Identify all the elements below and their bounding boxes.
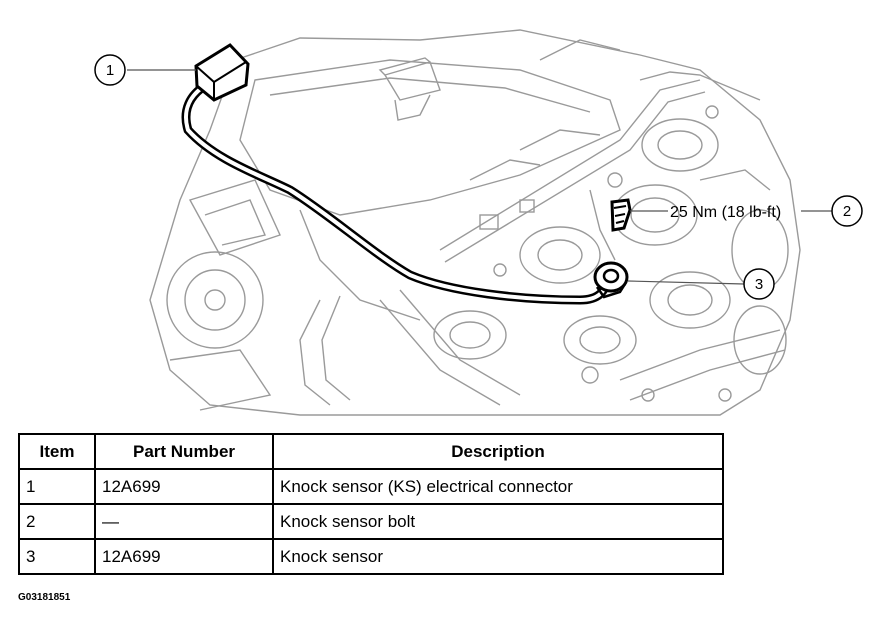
callout-1: 1 [94,54,126,86]
header-item: Item [18,433,96,470]
callout-2: 25 Nm (18 lb-ft) 2 [670,195,863,227]
torque-spec: 25 Nm (18 lb-ft) [670,204,781,221]
svg-text:1: 1 [106,62,114,79]
electrical-connector [194,43,250,102]
knock-sensor [593,261,629,299]
table-row: 3 12A699 Knock sensor [18,538,724,575]
parts-table: Item Part Number Description 1 12A699 Kn… [18,433,724,575]
knock-sensor-harness [181,80,613,305]
cell-description: Knock sensor [272,538,724,575]
cell-part-number: — [94,503,274,540]
header-description: Description [272,433,724,470]
cell-description: Knock sensor (KS) electrical connector [272,468,724,505]
engine-diagram: 1 25 Nm (18 lb-ft) 2 3 [94,29,863,416]
header-part-number: Part Number [94,433,274,470]
cell-description: Knock sensor bolt [272,503,724,540]
leader-lines [127,69,832,285]
callout-3: 3 [743,268,775,300]
table-row: 2 — Knock sensor bolt [18,503,724,540]
cell-part-number: 12A699 [94,468,274,505]
cell-item: 2 [18,503,96,540]
table-row: 1 12A699 Knock sensor (KS) electrical co… [18,468,724,505]
knock-sensor-bolt [610,198,632,232]
svg-text:2: 2 [843,203,851,220]
svg-text:3: 3 [755,276,763,293]
figure-id: G03181851 [18,592,71,603]
cell-item: 1 [18,468,96,505]
table-header-row: Item Part Number Description [18,433,724,470]
cell-item: 3 [18,538,96,575]
cell-part-number: 12A699 [94,538,274,575]
engine-line-art [149,29,801,416]
